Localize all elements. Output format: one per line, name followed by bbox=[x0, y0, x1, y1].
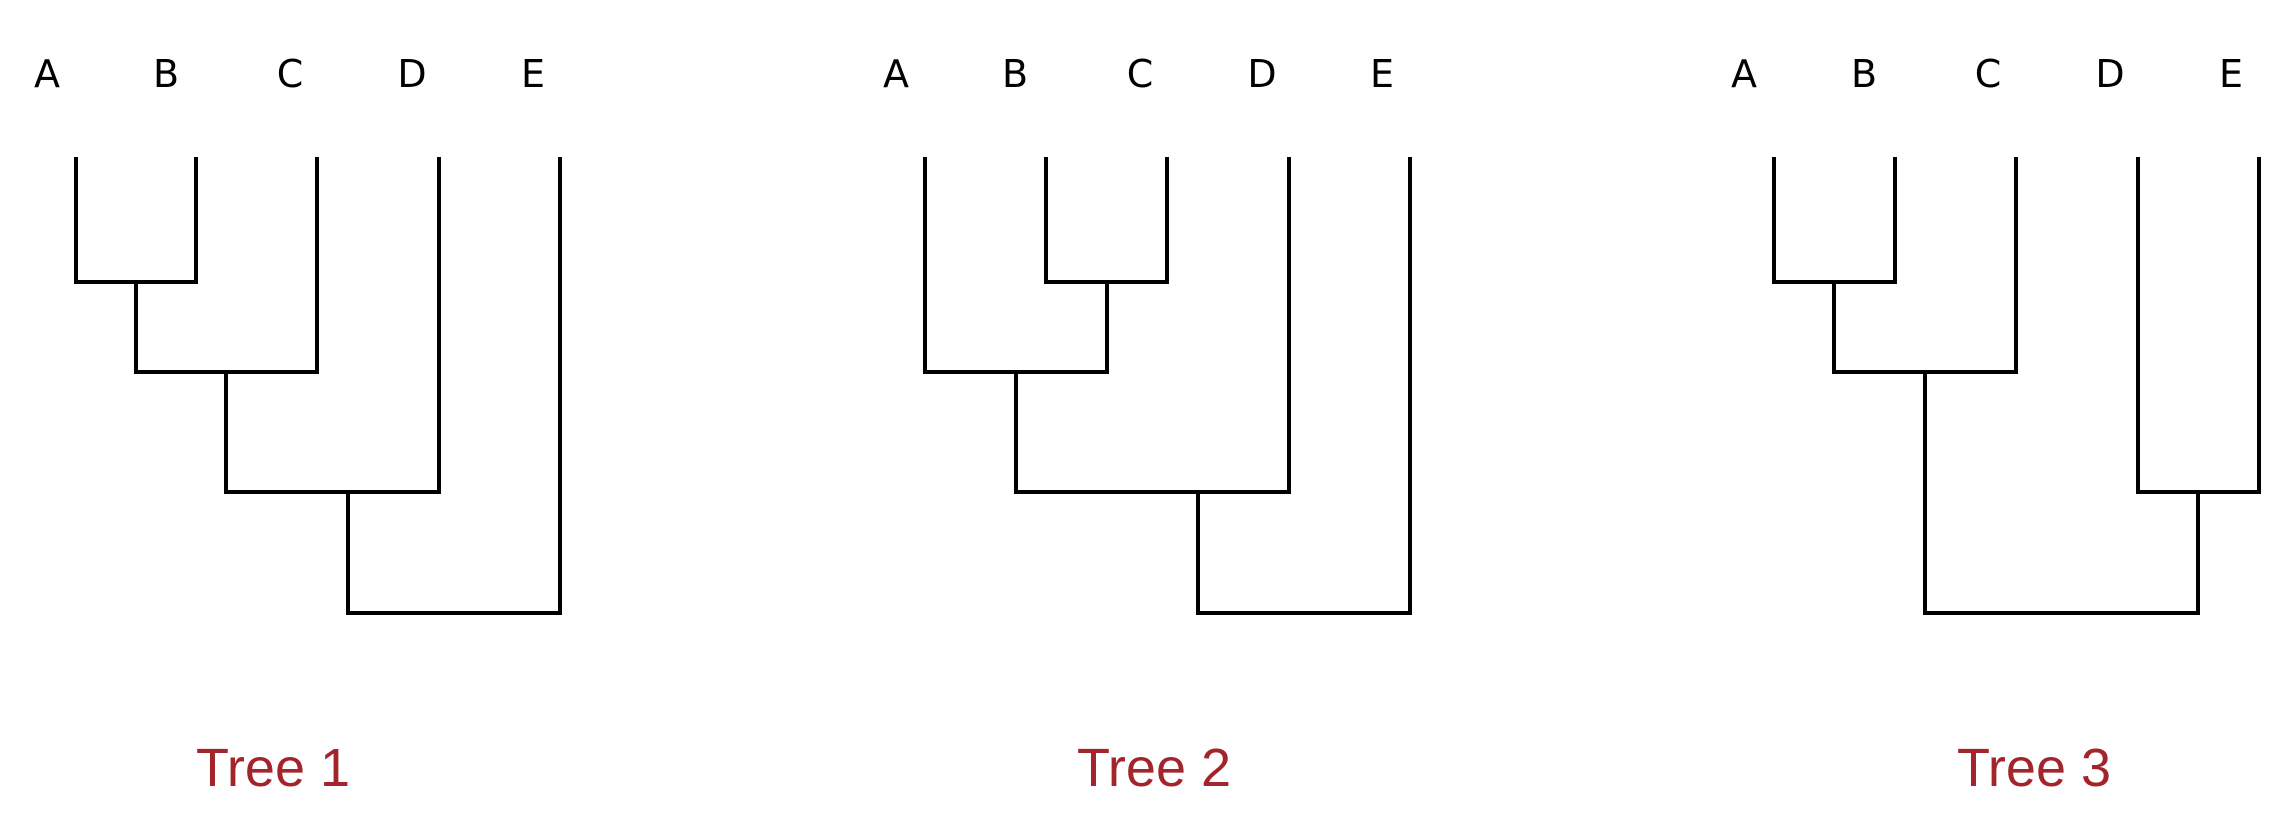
tip-label-d: D bbox=[397, 52, 426, 96]
tip-label-b: B bbox=[153, 52, 179, 96]
node-abc-branch bbox=[134, 157, 319, 374]
tip-label-c: C bbox=[277, 52, 304, 96]
tip-label-c: C bbox=[1975, 52, 2002, 96]
tip-labels: A B C D E bbox=[1731, 52, 2243, 96]
node-abcd-branch bbox=[224, 157, 441, 494]
node-abc-branch bbox=[923, 157, 1109, 374]
tree-branches bbox=[923, 157, 1412, 615]
tree-1: A B C D E Tree 1 bbox=[34, 52, 562, 798]
node-root-branch bbox=[1196, 157, 1412, 615]
tip-label-a: A bbox=[883, 52, 909, 96]
tip-label-e: E bbox=[521, 52, 545, 96]
tip-label-e: E bbox=[1370, 52, 1394, 96]
tip-label-b: B bbox=[1851, 52, 1877, 96]
tree-branches bbox=[74, 157, 562, 615]
tree-branches bbox=[1772, 157, 2261, 615]
node-root-branch bbox=[1923, 372, 2200, 615]
tip-label-d: D bbox=[2095, 52, 2124, 96]
tree-title: Tree 1 bbox=[196, 738, 350, 798]
tip-label-d: D bbox=[1247, 52, 1276, 96]
node-abcd-branch bbox=[1014, 157, 1291, 494]
tree-title: Tree 3 bbox=[1957, 738, 2111, 798]
tree-title: Tree 2 bbox=[1077, 738, 1231, 798]
tip-label-b: B bbox=[1002, 52, 1028, 96]
tip-label-a: A bbox=[1731, 52, 1757, 96]
node-bc-branch bbox=[1044, 157, 1169, 284]
node-root-branch bbox=[346, 157, 562, 615]
tip-label-a: A bbox=[34, 52, 60, 96]
tip-labels: A B C D E bbox=[883, 52, 1394, 96]
tree-3: A B C D E Tree 3 bbox=[1731, 52, 2261, 798]
node-ab-branch bbox=[1772, 157, 1897, 284]
tip-labels: A B C D E bbox=[34, 52, 545, 96]
tip-label-e: E bbox=[2219, 52, 2243, 96]
tree-2: A B C D E Tree 2 bbox=[883, 52, 1412, 798]
node-de-branch bbox=[2136, 157, 2261, 494]
tip-label-c: C bbox=[1127, 52, 1154, 96]
node-abc-branch bbox=[1832, 157, 2018, 374]
node-ab-branch bbox=[74, 157, 198, 284]
